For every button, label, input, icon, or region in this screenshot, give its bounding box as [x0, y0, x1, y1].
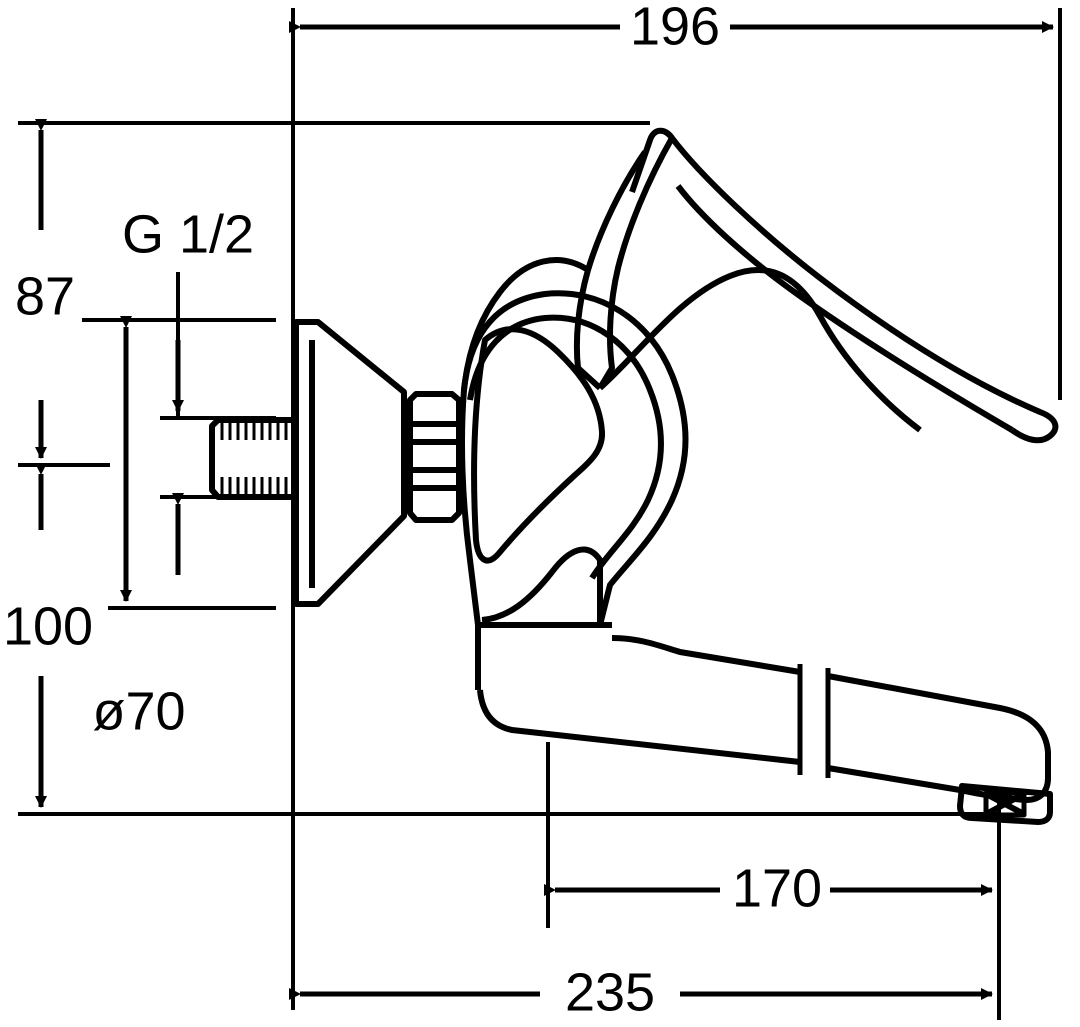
lever-top-edge	[629, 127, 1059, 444]
thread-hatch-lower	[220, 477, 288, 495]
part-hex-nut	[407, 391, 462, 523]
part-valve-body	[459, 290, 689, 628]
extension-lines	[18, 8, 1062, 1020]
thread-hatch-upper	[220, 422, 288, 440]
spout-bottom-near	[477, 689, 801, 765]
valve-body-outer	[459, 290, 689, 628]
spout-break-lines	[797, 664, 831, 778]
lever-saddle-curve	[597, 267, 922, 433]
dimension-labels: 196 87 100 G 1/2 ø70 170 235	[3, 0, 822, 1022]
dimension-label-235: 235	[565, 962, 655, 1022]
dimension-label-87: 87	[15, 266, 75, 326]
hex-nut-outline	[407, 391, 462, 523]
dimension-label-100: 100	[3, 596, 93, 656]
dimension-label-g12: G 1/2	[122, 204, 254, 264]
lever-cap-curve	[461, 257, 590, 391]
aerator-screen-box	[983, 790, 1027, 818]
dimension-label-diameter-70: ø70	[92, 681, 185, 741]
aerator-housing	[957, 783, 1053, 825]
part-thread-nipple	[209, 417, 299, 500]
spout-top-near	[611, 635, 801, 675]
part-spout	[475, 625, 1051, 803]
dimension-label-196: 196	[630, 0, 720, 56]
part-aerator	[957, 783, 1053, 825]
lever-bottom-edge	[675, 184, 1014, 433]
valve-body-lower-swoop	[481, 546, 603, 625]
valve-body-inner-pocket	[471, 326, 606, 564]
part-escutcheon	[293, 319, 407, 607]
aerator-screen-x2	[986, 792, 1024, 816]
lever-stem-back	[597, 136, 675, 390]
escutcheon-outline	[293, 319, 407, 607]
dimension-label-170: 170	[732, 858, 822, 918]
thread-nipple-outline	[209, 417, 299, 500]
part-lever-handle	[461, 127, 1059, 444]
spout-top-far	[827, 673, 1051, 803]
